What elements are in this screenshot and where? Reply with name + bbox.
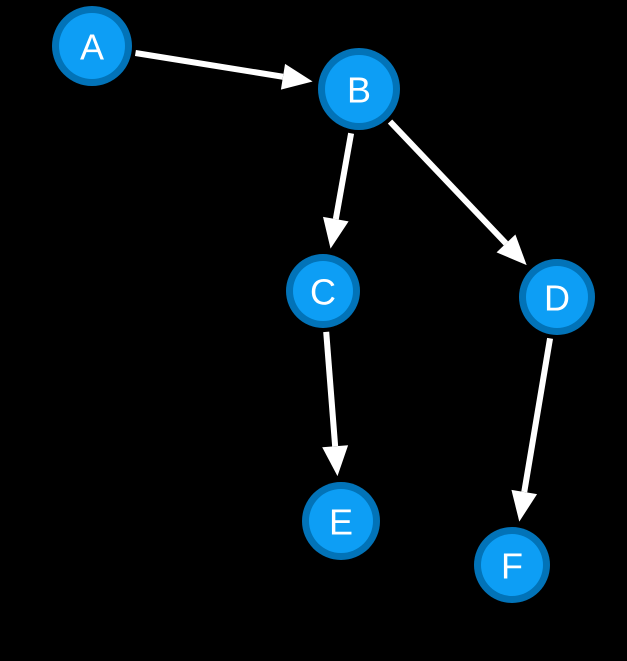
- edge-line: [134, 50, 284, 80]
- node-fill: [526, 266, 588, 328]
- arrowhead-icon: [496, 234, 527, 266]
- graph-node-b[interactable]: B: [318, 48, 400, 130]
- node-label: E: [329, 502, 353, 543]
- node-label: A: [80, 27, 104, 68]
- node-fill: [59, 13, 125, 79]
- node-label: C: [310, 272, 336, 313]
- node-label: F: [501, 546, 523, 587]
- graph-node-a[interactable]: A: [52, 6, 132, 86]
- node-label: D: [544, 278, 570, 319]
- node-label: B: [347, 70, 371, 111]
- graph-edge-a-b: [134, 50, 313, 90]
- arrowhead-icon: [511, 489, 538, 522]
- edge-line: [387, 119, 509, 246]
- graph-edge-b-d: [387, 119, 527, 266]
- node-fill: [293, 261, 353, 321]
- graph-node-c[interactable]: C: [286, 254, 360, 328]
- graph-edge-b-c: [323, 132, 355, 249]
- arrowhead-icon: [280, 63, 313, 90]
- arrowhead-icon: [323, 216, 349, 249]
- edge-line: [521, 337, 554, 493]
- node-fill: [309, 489, 373, 553]
- graph-node-e[interactable]: E: [302, 482, 380, 560]
- graph-edge-d-f: [511, 337, 554, 522]
- edge-line: [332, 132, 355, 220]
- arrowhead-icon: [322, 445, 349, 477]
- edge-line: [323, 331, 339, 447]
- node-fill: [325, 55, 393, 123]
- node-fill: [481, 534, 543, 596]
- graph-edge-c-e: [322, 331, 349, 477]
- graph-node-f[interactable]: F: [474, 527, 550, 603]
- nodes-layer: A B C D E F: [52, 6, 595, 603]
- graph-node-d[interactable]: D: [519, 259, 595, 335]
- edges-layer: [134, 50, 554, 522]
